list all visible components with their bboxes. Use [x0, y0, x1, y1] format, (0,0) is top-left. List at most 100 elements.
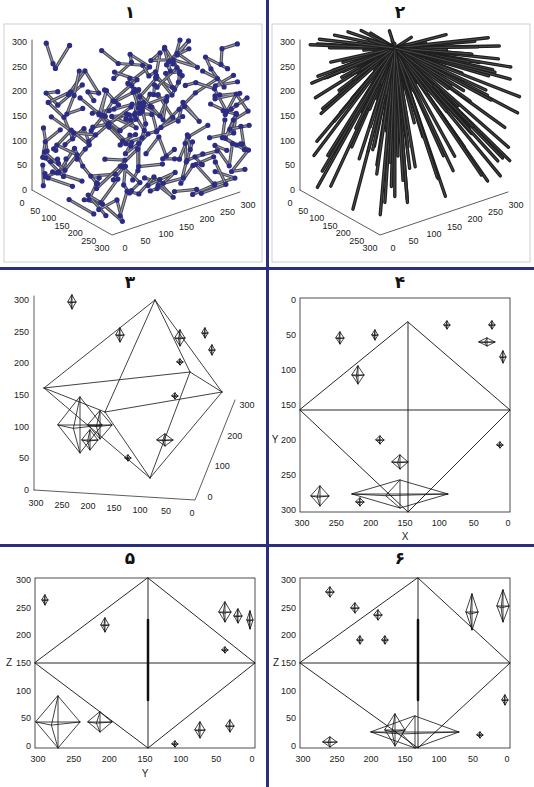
fiber-network — [99, 91, 120, 131]
fiber-network — [213, 159, 218, 164]
fiber-network — [200, 68, 205, 73]
axis-tick: 150 — [106, 504, 121, 513]
fiber-network — [130, 102, 135, 107]
fiber-network — [44, 145, 77, 170]
panel-divider — [266, 0, 269, 787]
fiber-network — [238, 124, 243, 129]
axis-line — [300, 190, 508, 235]
fiber-network — [242, 167, 247, 172]
axis-tick: 150 — [322, 221, 337, 230]
fiber-network — [194, 187, 199, 192]
fiber-network — [178, 181, 183, 186]
axis-line — [34, 400, 235, 500]
panel-number: ۳ — [125, 274, 135, 291]
fiber-network — [168, 68, 173, 73]
crystal-diamond — [88, 712, 112, 732]
radial-burst — [395, 48, 408, 147]
fiber-network — [139, 135, 144, 140]
fiber-network — [205, 57, 227, 87]
fiber-network — [158, 125, 163, 130]
octahedron-wireframe — [418, 578, 419, 748]
fiber-network — [103, 114, 108, 119]
fiber-network — [41, 125, 46, 130]
crystal-diamond — [51, 696, 58, 748]
crystal-diamond — [489, 321, 495, 329]
radial-burst — [319, 39, 395, 48]
fiber-network — [174, 51, 179, 56]
crystal-diamond — [229, 720, 230, 732]
crystal-diamond — [36, 696, 80, 748]
fiber-network — [217, 92, 222, 97]
fiber-network — [213, 169, 218, 174]
crystal-diamond — [501, 590, 503, 622]
axis-tick: 250 — [329, 519, 344, 528]
axis-line — [32, 40, 33, 190]
fiber-network — [53, 66, 58, 71]
fiber-network — [43, 174, 48, 179]
fiber-network — [174, 189, 196, 191]
panel-number: ۶ — [395, 550, 405, 567]
fiber-network — [176, 118, 181, 123]
fiber-network — [237, 91, 242, 96]
axis-tick: 150 — [54, 221, 69, 230]
axis-line — [300, 40, 301, 190]
radial-burst — [395, 38, 488, 48]
plot-frame — [300, 578, 510, 748]
crystal-diamond — [329, 587, 330, 597]
fiber-network — [50, 169, 55, 174]
axis-tick: 0 — [291, 742, 296, 751]
axis-tick: 50 — [468, 755, 478, 764]
fiber-network — [134, 77, 139, 82]
fiber-network — [148, 188, 153, 193]
crystal-diamond — [466, 612, 478, 614]
fiber-network — [219, 46, 224, 51]
fiber-network — [88, 179, 118, 215]
octahedron-wireframe — [105, 300, 155, 412]
fiber-network — [154, 73, 159, 78]
fiber-network — [210, 113, 245, 149]
crystal-diamond — [377, 610, 378, 620]
crystal-diamond — [500, 351, 506, 363]
fiber-network — [58, 127, 63, 132]
crystal-diamond — [58, 295, 215, 461]
fiber-network — [72, 93, 77, 98]
axis-tick: 100 — [158, 229, 173, 238]
radial-burst — [390, 48, 395, 162]
plot-frame — [35, 298, 510, 748]
crystal-diamond — [219, 602, 231, 622]
fiber-network — [188, 147, 193, 152]
axis-tick: 200 — [14, 359, 29, 368]
fiber-network — [44, 41, 49, 46]
crystal-diamond — [311, 321, 506, 508]
fiber-network — [62, 142, 67, 147]
crystal-diamond — [470, 594, 472, 630]
octahedron-wireframe — [35, 322, 510, 748]
axis-tick: 300 — [12, 38, 27, 47]
axis-tick: 0 — [22, 186, 27, 195]
crystal-diamond — [357, 636, 363, 644]
fiber-network — [121, 165, 126, 170]
octahedron-wireframe — [300, 663, 510, 664]
fiber-network — [120, 91, 146, 145]
fiber-network — [223, 182, 228, 187]
fiber-network — [85, 89, 90, 94]
crystal-diamond — [479, 342, 495, 343]
axis-tick: 150 — [14, 391, 29, 400]
fiber-network — [96, 207, 101, 212]
axis-title: Y — [142, 769, 149, 779]
fiber-network — [169, 92, 174, 97]
crystal-diamond — [44, 595, 46, 605]
crystal-diamond — [175, 330, 185, 346]
crystal-diamond — [237, 609, 238, 623]
fiber-network — [149, 104, 154, 109]
fiber-network — [131, 85, 167, 120]
fiber-network — [177, 157, 182, 162]
fiber-network — [212, 96, 217, 101]
panel-divider — [0, 544, 534, 547]
fiber-network — [117, 128, 122, 133]
crystal-diamond — [116, 335, 124, 337]
crystal-diamond — [385, 730, 405, 732]
fiber-network — [127, 52, 132, 57]
fiber-network — [186, 46, 191, 51]
fiber-network — [214, 148, 219, 153]
